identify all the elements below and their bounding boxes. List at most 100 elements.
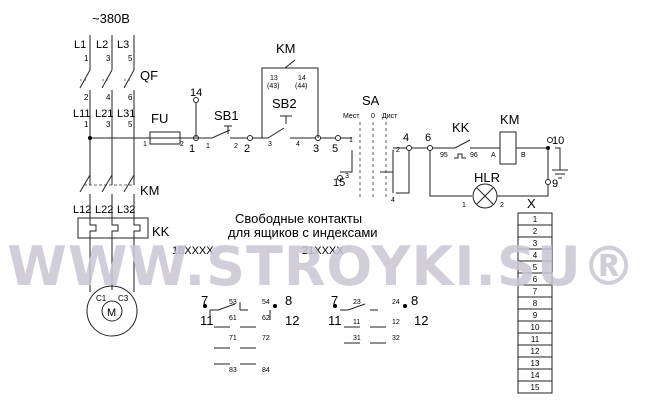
g1-node-11: 11 bbox=[200, 313, 214, 328]
sb1-label: SB1 bbox=[214, 108, 239, 123]
g1-contact-83: 83 bbox=[229, 367, 237, 374]
node-6-label: 6 bbox=[425, 132, 431, 144]
node-4-label: 4 bbox=[403, 132, 409, 144]
qf-term-bot-2: 2 bbox=[84, 93, 89, 102]
terminal-number: 11 bbox=[531, 335, 540, 344]
km-power-label: KM bbox=[140, 183, 160, 198]
node-15-label: 15 bbox=[333, 177, 345, 189]
km-coil bbox=[499, 131, 517, 165]
coil-term-b: B bbox=[521, 152, 526, 159]
qf-term-top-5: 5 bbox=[128, 54, 133, 63]
free-contacts-title-2: для ящиков с индексами bbox=[228, 225, 378, 240]
qf-label: QF bbox=[140, 68, 158, 83]
g1-contact-54: 54 bbox=[262, 299, 270, 306]
sb2-button bbox=[253, 115, 316, 139]
node-2-label: 2 bbox=[244, 143, 250, 155]
fu-term-1: 1 bbox=[143, 141, 147, 148]
terminal-number: 4 bbox=[533, 251, 538, 260]
line-label-l31: L31 bbox=[117, 108, 135, 120]
node-14-label: 14 bbox=[190, 87, 202, 99]
sb1-button bbox=[199, 125, 248, 139]
terminal-number: 1 bbox=[533, 215, 538, 224]
sa-term-1: 1 bbox=[349, 137, 353, 144]
node-10 bbox=[547, 137, 553, 143]
g1-contact-72: 72 bbox=[262, 335, 270, 342]
node-15 bbox=[337, 175, 343, 181]
terminal-number: 9 bbox=[533, 311, 538, 320]
g1-contact-71: 71 bbox=[229, 335, 237, 342]
junction-node bbox=[88, 136, 92, 140]
fu-label: FU bbox=[151, 111, 168, 126]
terminal-number: 10 bbox=[531, 323, 540, 332]
g1-contact-53: 53 bbox=[229, 299, 237, 306]
g2-contact-24: 24 bbox=[392, 299, 400, 306]
node-10-label: 10 bbox=[552, 135, 564, 147]
qf-term-bot-6: 6 bbox=[128, 93, 133, 102]
phase-label-l3: L3 bbox=[117, 39, 129, 51]
g1-contact-62: 62 bbox=[262, 315, 270, 322]
sb2-term-3: 3 bbox=[268, 141, 272, 148]
ground-symbol bbox=[552, 147, 568, 179]
node-1 bbox=[193, 135, 199, 141]
line-label-l32: L32 bbox=[117, 204, 135, 216]
node-6 bbox=[427, 145, 433, 151]
terminal-number: 3 bbox=[533, 239, 538, 248]
g1-node-12: 12 bbox=[285, 313, 299, 328]
km-term-44: (44) bbox=[295, 83, 307, 90]
km-main-contacts bbox=[79, 174, 135, 215]
terminal-number: 6 bbox=[533, 275, 538, 284]
g2-contact-31: 31 bbox=[353, 335, 361, 342]
sa-term-3: 3 bbox=[345, 173, 349, 180]
terminal-number: 7 bbox=[533, 287, 538, 296]
node-4 bbox=[406, 145, 412, 151]
watermark-text: WWW.STROYKI.SU® bbox=[7, 235, 636, 298]
km-term-14: 14 bbox=[298, 75, 306, 82]
g2-contact-23: 23 bbox=[353, 299, 361, 306]
sa-position-off: 0 bbox=[371, 113, 375, 120]
phase-label-l1: L1 bbox=[74, 39, 86, 51]
kk-power-label: KK bbox=[152, 224, 170, 239]
node-14 bbox=[193, 97, 199, 103]
terminal-number: 15 bbox=[531, 383, 540, 392]
terminal-block-title: X bbox=[527, 196, 536, 211]
terminal-number: 12 bbox=[531, 347, 540, 356]
line-label-l11: L11 bbox=[73, 108, 91, 120]
kk-contact bbox=[432, 139, 500, 159]
g1-node-8: 8 bbox=[285, 293, 292, 308]
node-5-label: 5 bbox=[332, 143, 338, 155]
g2-node-11: 11 bbox=[328, 313, 342, 328]
qf-term-top-1: 1 bbox=[84, 54, 89, 63]
motor-term-c1: C1 bbox=[96, 294, 107, 303]
sb2-term-4: 4 bbox=[296, 141, 300, 148]
sb1-term-2: 2 bbox=[234, 143, 238, 150]
g1-contact-84: 84 bbox=[262, 367, 270, 374]
sa-term-2: 2 bbox=[396, 147, 400, 154]
sa-term-4: 4 bbox=[391, 197, 395, 204]
node-3-label: 3 bbox=[313, 143, 319, 155]
km-coil-label: KM bbox=[500, 112, 520, 127]
terminal-number: 5 bbox=[533, 263, 538, 272]
sa-label: SA bbox=[362, 93, 380, 108]
km-term-43: (43) bbox=[267, 83, 279, 90]
term-5: 5 bbox=[128, 120, 133, 129]
g2-node-8: 8 bbox=[411, 293, 418, 308]
terminal-cell bbox=[517, 380, 553, 394]
kk-term-96: 96 bbox=[470, 152, 478, 159]
terminal-number: 8 bbox=[533, 299, 538, 308]
index-label-2: 21XXXX bbox=[302, 245, 344, 257]
g2-node-7: 7 bbox=[331, 293, 338, 308]
node-9 bbox=[545, 179, 551, 185]
sa-position-remote: Дист bbox=[382, 113, 398, 120]
g2-contact-12: 12 bbox=[392, 319, 400, 326]
node-9-label: 9 bbox=[552, 178, 558, 190]
kk-term-95: 95 bbox=[440, 152, 448, 159]
contact-group-2 bbox=[333, 303, 407, 344]
sa-position-local: Мест bbox=[343, 113, 360, 120]
qf-term-bot-4: 4 bbox=[106, 93, 111, 102]
g2-contact-32: 32 bbox=[392, 335, 400, 342]
line-label-l22: L22 bbox=[95, 204, 113, 216]
index-label-1: 18XXXX bbox=[172, 245, 214, 257]
